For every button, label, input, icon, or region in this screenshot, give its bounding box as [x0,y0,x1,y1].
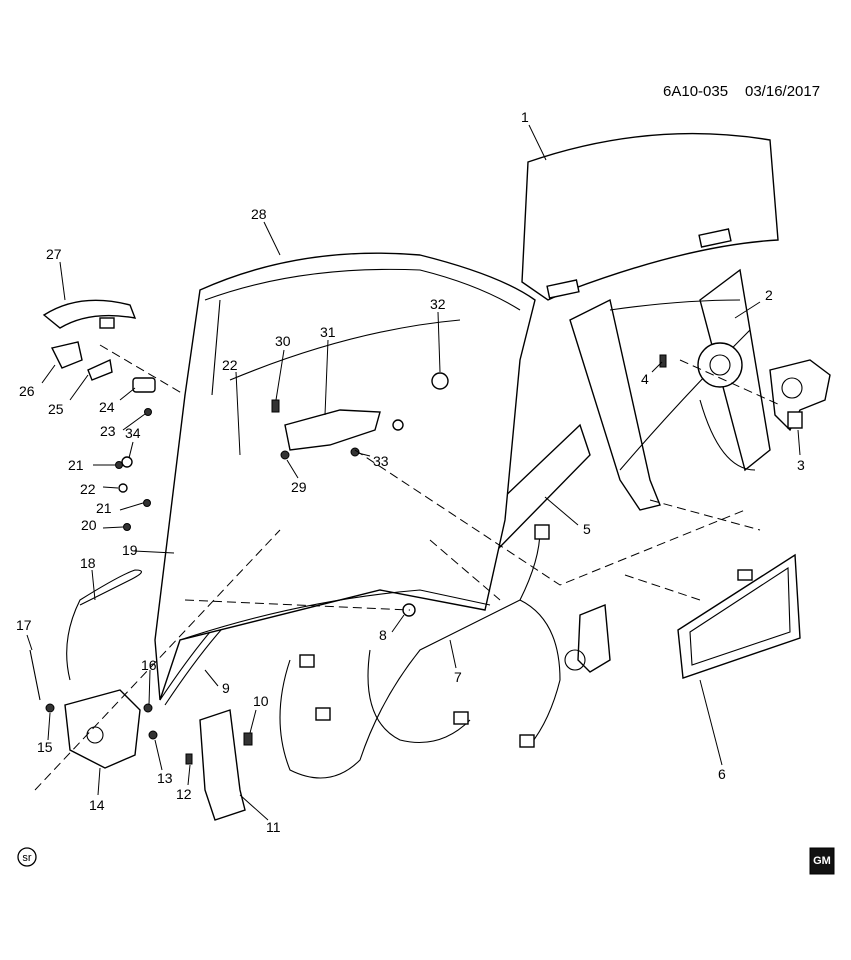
sr-badge: sr [17,847,37,867]
gm-logo-icon: GM [809,847,835,875]
door-wiring-harness [279,524,611,779]
callout-1: 1 [521,109,529,125]
outside-door-handle [42,299,137,329]
callout-7: 7 [454,669,462,685]
access-plug [431,372,449,390]
callout-26: 26 [19,383,35,399]
callout-21a: 21 [68,457,84,473]
callout-30: 30 [275,333,291,349]
callout-27: 27 [46,246,62,262]
window-regulator [569,268,771,511]
nut-33b [392,419,404,431]
shield-screw [185,753,193,765]
door-frame [154,252,536,701]
callout-31: 31 [320,324,336,340]
callout-28: 28 [251,206,267,222]
callout-33: 33 [373,453,389,469]
callout-24: 24 [99,399,115,415]
diagram-date: 03/16/2017 [745,83,820,100]
washer-34 [121,456,133,468]
callout-11: 11 [266,819,281,835]
lock-cylinder [132,377,156,393]
fastener-23 [144,408,152,416]
callout-9: 9 [222,680,230,696]
callout-15: 15 [37,739,53,755]
callout-32: 32 [430,296,446,312]
callout-13: 13 [157,770,173,786]
latch-screw [45,703,55,713]
bracket-30 [271,399,280,413]
callout-4: 4 [641,371,649,387]
window-guide [284,409,381,451]
callout-23: 23 [100,423,116,439]
callout-3: 3 [797,457,805,473]
callout-29: 29 [291,479,307,495]
callout-17: 17 [16,617,32,633]
sr-badge-text: sr [22,852,32,864]
callout-18: 18 [80,555,96,571]
fastener-20 [123,523,131,531]
diagram-code: 6A10-035 [663,83,728,100]
callout-21b: 21 [96,500,112,516]
callout-labels: 1 2 3 4 5 6 7 8 9 10 11 12 13 14 15 16 1… [16,109,805,835]
callout-22a: 22 [222,357,238,373]
window-glass [521,132,779,301]
callout-10: 10 [253,693,269,709]
callout-25: 25 [48,401,64,417]
callout-19: 19 [122,542,138,558]
grommet-22b [118,483,128,493]
callout-12: 12 [176,786,192,802]
callout-5: 5 [583,521,591,537]
window-motor [769,359,831,432]
panel-insulator [677,553,801,679]
callout-2: 2 [765,287,773,303]
latch-bolt [148,730,158,740]
handle-cable [66,569,142,681]
callout-6: 6 [718,766,726,782]
callout-34: 34 [125,425,141,441]
fastener-21b [143,499,151,507]
callout-20: 20 [81,517,97,533]
alignment-lines [34,344,781,791]
lock-rod [29,649,41,701]
callout-8: 8 [379,627,387,643]
callout-leaders [26,124,801,821]
callout-22b: 22 [80,481,96,497]
rivet-29 [280,450,290,460]
handle-bezel [50,341,83,369]
gm-logo-text: GM [813,855,831,867]
nut-33a [350,447,360,457]
lock-shield [199,709,246,821]
clip [243,732,253,746]
door-latch [64,689,141,769]
callout-16: 16 [141,657,157,673]
regulator-bolt [659,354,667,368]
cable-clip [143,703,153,713]
handle-cap [87,358,113,381]
callout-14: 14 [89,797,105,813]
